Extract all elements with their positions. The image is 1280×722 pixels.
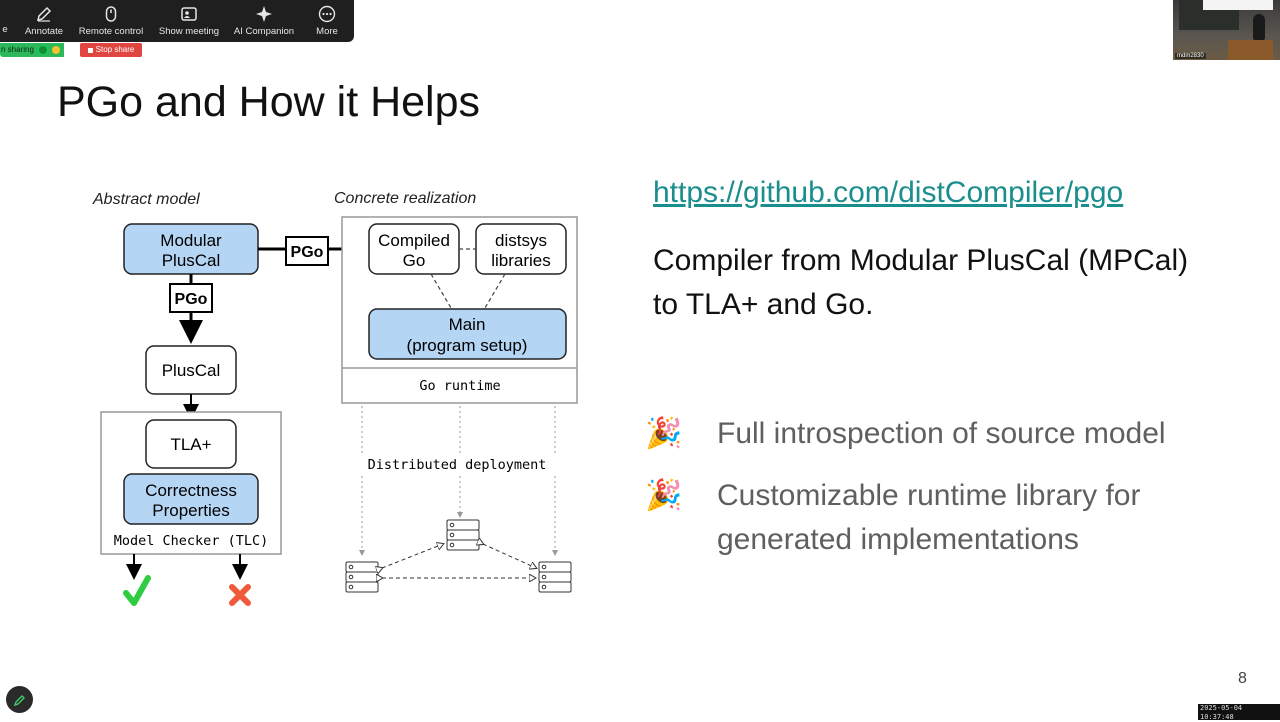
page-number: 8 xyxy=(1238,670,1247,687)
projector-screen xyxy=(1203,0,1273,10)
repo-link[interactable]: https://github.com/distCompiler/pgo xyxy=(653,176,1124,209)
participant-name-tag: mdm2830 xyxy=(1175,53,1206,59)
ai-companion-button[interactable]: AI Companion xyxy=(230,0,298,42)
shield-icon[interactable] xyxy=(51,46,60,54)
more-dots-icon xyxy=(318,5,336,23)
bullet-text: Customizable runtime library for generat… xyxy=(717,479,1141,556)
correctness-box xyxy=(123,473,259,525)
tla-box xyxy=(145,419,237,469)
speaker-figure xyxy=(1253,14,1265,40)
bullet-text: Full introspection of source model xyxy=(717,417,1166,450)
distsys-line1: distsys xyxy=(495,231,547,250)
pgo-compile-box xyxy=(285,236,329,266)
pgo-pluscal-box xyxy=(169,283,213,313)
pen-icon xyxy=(13,694,25,706)
annotate-label: Annotate xyxy=(24,26,64,37)
show-meeting-button[interactable]: Show meeting xyxy=(154,0,224,42)
server-right-icon xyxy=(538,561,572,593)
partial-icon xyxy=(0,5,13,21)
toolbar-partial-label: e xyxy=(2,24,8,35)
annotation-pen-button[interactable] xyxy=(6,686,33,713)
remote-control-button[interactable]: Remote control xyxy=(74,0,148,42)
slide-title: PGo and How it Helps xyxy=(57,78,481,126)
main-box xyxy=(368,308,567,360)
status-dot-icon xyxy=(37,45,48,55)
sharing-status-badge: n sharing xyxy=(0,43,64,57)
more-label: More xyxy=(316,26,338,37)
main-line1: Main xyxy=(449,315,486,334)
main-line2: (program setup) xyxy=(407,336,528,355)
mouse-icon xyxy=(105,6,117,22)
check-icon xyxy=(123,575,151,606)
stop-share-button[interactable]: Stop share xyxy=(80,43,142,57)
distsys-line2: libraries xyxy=(491,251,551,270)
sparkle-icon xyxy=(256,6,272,22)
annotate-button[interactable]: Annotate xyxy=(20,0,68,42)
party-popper-icon: 🎉 xyxy=(645,417,683,450)
correctness-line1: Correctness xyxy=(145,481,237,500)
go-runtime-label: Go runtime xyxy=(419,378,500,394)
party-popper-icon: 🎉 xyxy=(645,479,683,512)
more-button[interactable]: More xyxy=(308,0,346,42)
link-top-right xyxy=(483,544,536,568)
link-left-top xyxy=(382,544,443,568)
stop-share-label: Stop share xyxy=(95,45,135,54)
remote-control-label: Remote control xyxy=(78,26,144,37)
stop-icon xyxy=(87,47,93,53)
speaker-video-thumbnail[interactable]: mdm2830 xyxy=(1173,0,1280,60)
cross-icon xyxy=(229,584,251,606)
compiled-go-line1: Compiled xyxy=(378,231,450,250)
toolbar-partial-button[interactable]: e xyxy=(0,0,10,42)
tla-label: TLA+ xyxy=(170,435,211,454)
distributed-deployment-label: Distributed deployment xyxy=(368,457,547,473)
meeting-window-icon xyxy=(181,7,197,21)
zoom-share-toolbar: e Annotate Remote control Show meeting A… xyxy=(0,0,354,42)
pluscal-label: PlusCal xyxy=(162,361,221,380)
compiled-go-line2: Go xyxy=(403,251,426,270)
ai-companion-label: AI Companion xyxy=(233,26,295,37)
sharing-status-label: n sharing xyxy=(1,45,34,54)
recording-timestamp: 2025-05-04 10:37:48 xyxy=(1198,704,1280,721)
show-meeting-label: Show meeting xyxy=(158,26,220,37)
bullet-item: 🎉 Full introspection of source model xyxy=(645,412,1245,456)
concrete-realization-label: Concrete realization xyxy=(334,190,476,207)
pgo-architecture-diagram: Abstract model Concrete realization Modu… xyxy=(92,190,578,606)
model-checker-label: Model Checker (TLC) xyxy=(114,533,268,549)
slide-description: Compiler from Modular PlusCal (MPCal) to… xyxy=(653,244,1189,321)
deploy-label-bg xyxy=(360,456,556,474)
server-top-icon xyxy=(446,519,480,551)
pencil-icon xyxy=(36,6,52,22)
modular-pluscal-line1: Modular xyxy=(160,231,222,250)
pgo-pluscal-label: PGo xyxy=(175,291,208,308)
modular-pluscal-line2: PlusCal xyxy=(162,251,221,270)
pgo-compile-label: PGo xyxy=(291,244,324,261)
server-left-icon xyxy=(345,561,379,593)
bullet-item: 🎉 Customizable runtime library for gener… xyxy=(645,474,1245,562)
abstract-model-label: Abstract model xyxy=(92,191,200,208)
correctness-line2: Properties xyxy=(152,501,229,520)
lectern xyxy=(1228,40,1273,60)
